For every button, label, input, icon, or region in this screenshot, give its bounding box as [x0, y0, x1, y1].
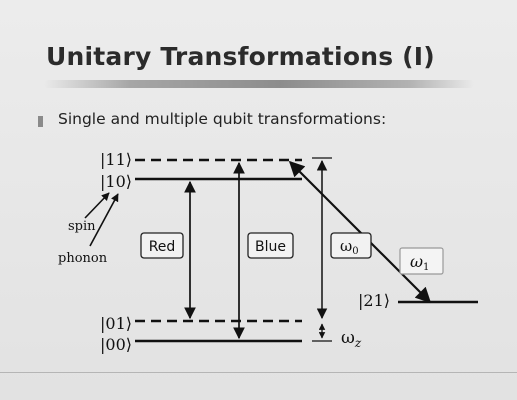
omega1-transition-arrow	[288, 160, 432, 304]
ket-11-label: |11⟩	[100, 150, 132, 169]
omega1-box-label: ω1	[410, 252, 429, 273]
phonon-arrow	[89, 193, 119, 247]
red-box-label: Red	[149, 239, 176, 255]
ket-01-label: |01⟩	[100, 314, 132, 333]
omega0-box: ω0	[330, 232, 372, 259]
blue-box: Blue	[247, 232, 294, 259]
blue-box-label: Blue	[255, 239, 286, 255]
ket-00-label: |00⟩	[100, 335, 132, 354]
ket-10-label: |10⟩	[100, 172, 132, 191]
slide-title: Unitary Transformations (I)	[46, 42, 435, 71]
ket-21-label: |21⟩	[358, 291, 390, 310]
spin-arrow	[84, 192, 110, 219]
bullet-marker	[38, 116, 43, 127]
bullet-text: Single and multiple qubit transformation…	[58, 110, 387, 128]
red-box: Red	[140, 232, 184, 259]
omega-z-symbol: ωz	[341, 328, 362, 350]
title-underline	[44, 80, 474, 88]
omega1-box: ω1	[399, 247, 444, 275]
footer-divider	[0, 372, 517, 373]
phonon-label: phonon	[58, 251, 108, 266]
omega0-box-label: ω0	[340, 237, 359, 257]
spin-label: spin	[68, 219, 96, 234]
